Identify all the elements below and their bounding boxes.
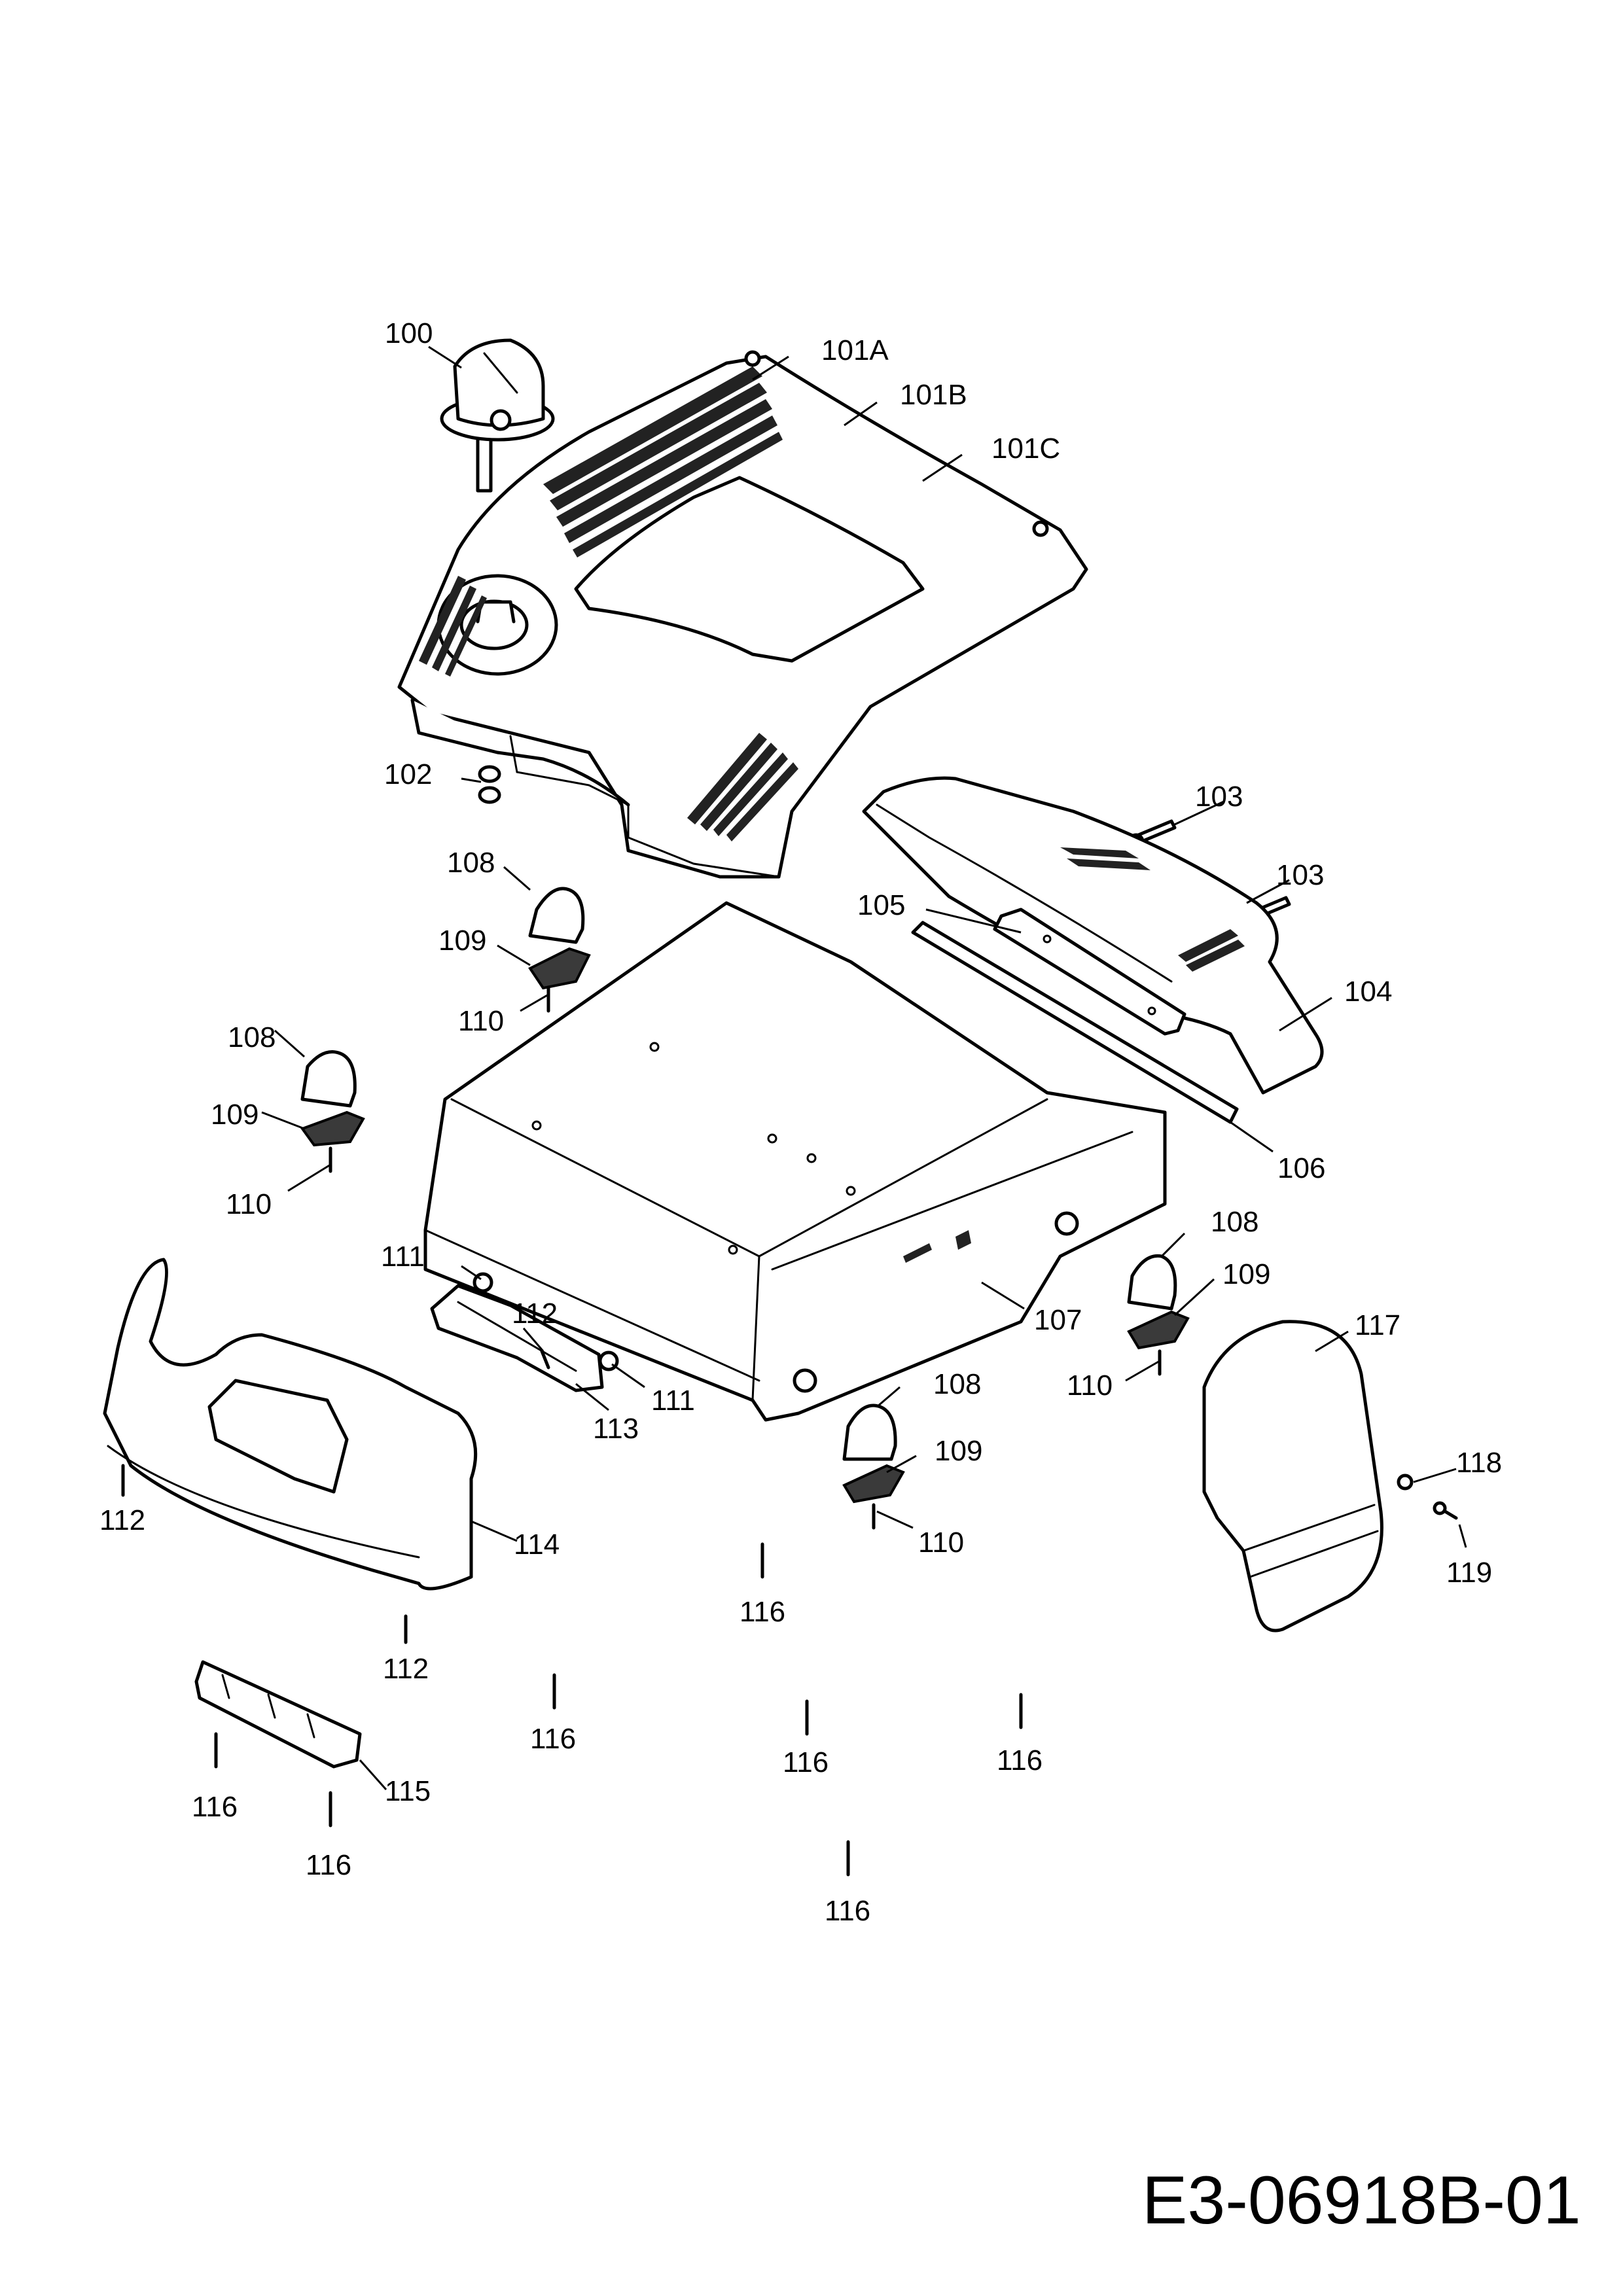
- callout-108d: 108: [933, 1368, 981, 1400]
- callout-115: 115: [385, 1775, 431, 1807]
- callout-103a: 103: [1195, 781, 1243, 813]
- part-102-nuts: [478, 765, 501, 804]
- callout-116d: 116: [997, 1744, 1043, 1776]
- part-111-fasteners: [473, 1272, 619, 1371]
- part-109-clips: [300, 947, 1190, 1504]
- callout-101C: 101C: [991, 433, 1060, 465]
- callout-116c: 116: [783, 1746, 829, 1778]
- callout-114: 114: [514, 1528, 560, 1561]
- callout-116a: 116: [740, 1596, 785, 1628]
- callout-106: 106: [1277, 1152, 1325, 1184]
- part-101-hood: [397, 350, 1088, 879]
- callout-118: 118: [1456, 1447, 1502, 1479]
- callout-112c: 112: [383, 1653, 429, 1685]
- callout-108b: 108: [228, 1021, 276, 1053]
- callout-102: 102: [384, 758, 432, 790]
- callout-109c: 109: [1222, 1258, 1270, 1290]
- part-108-brackets: [300, 887, 1177, 1461]
- callout-103b: 103: [1276, 859, 1324, 891]
- callout-116b: 116: [530, 1723, 576, 1755]
- callout-104: 104: [1344, 976, 1392, 1008]
- part-118-washer: [1397, 1474, 1414, 1491]
- callout-111b: 111: [651, 1385, 695, 1417]
- callout-109d: 109: [935, 1435, 982, 1467]
- callout-116g: 116: [825, 1895, 870, 1927]
- callout-108a: 108: [447, 847, 495, 879]
- part-115-rail: [194, 1660, 362, 1769]
- drawing-number: E3-06918B-01: [1142, 2163, 1581, 2238]
- callout-101A: 101A: [821, 334, 889, 366]
- callout-110a: 110: [458, 1005, 504, 1037]
- callout-116f: 116: [306, 1849, 351, 1881]
- callout-111a: 111: [381, 1241, 425, 1273]
- callout-101B: 101B: [900, 379, 967, 411]
- part-119-screw: [1433, 1501, 1458, 1520]
- part-116-screws: [214, 1542, 1023, 1877]
- part-105-plate: [993, 908, 1186, 1036]
- callout-100: 100: [385, 317, 433, 349]
- callout-116e: 116: [192, 1791, 238, 1823]
- callout-112a: 112: [512, 1298, 558, 1330]
- part-112-screws: [121, 1349, 550, 1644]
- callout-110c: 110: [1067, 1369, 1113, 1402]
- callout-110b: 110: [226, 1188, 272, 1220]
- callout-108c: 108: [1211, 1206, 1258, 1238]
- callout-113: 113: [593, 1413, 639, 1445]
- callout-112b: 112: [99, 1504, 145, 1536]
- callout-110d: 110: [918, 1527, 964, 1559]
- callout-105: 105: [857, 889, 905, 921]
- part-114-front-bumper: [103, 1258, 478, 1591]
- leader-lines: [261, 345, 1467, 1790]
- part-117-cover: [1202, 1320, 1383, 1633]
- callout-labels: 100 101A 101B 101C 102 103 103 104 105 1…: [99, 317, 1502, 1927]
- callout-119: 119: [1446, 1557, 1492, 1589]
- callout-109b: 109: [211, 1099, 259, 1131]
- part-100-fuel-cap: [440, 338, 555, 493]
- callout-109a: 109: [438, 925, 486, 957]
- part-106-rod: [911, 921, 1239, 1124]
- callout-117: 117: [1355, 1309, 1400, 1341]
- part-110-pins: [329, 986, 1162, 1530]
- part-113-bracket: [430, 1284, 604, 1392]
- callout-107: 107: [1034, 1304, 1082, 1336]
